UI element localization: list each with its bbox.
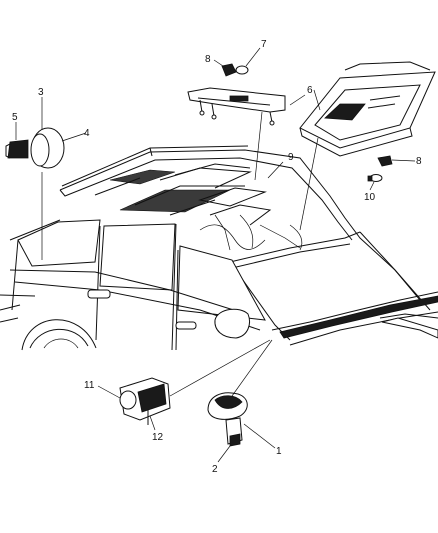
callout-10: 10: [364, 192, 376, 203]
callout-8-right: 8: [416, 156, 422, 167]
callout-7: 7: [261, 39, 267, 50]
callout-2: 2: [212, 464, 218, 475]
callout-9: 9: [288, 152, 294, 163]
vehicle-illustration: [0, 145, 438, 351]
callout-labels: 1 2 3 4 5 6 7 8 8 9 10 11 12: [12, 39, 422, 475]
callout-5: 5: [12, 112, 18, 123]
callout-12: 12: [152, 432, 164, 443]
overhead-console: [299, 61, 436, 157]
bulb-socket-top: [221, 63, 249, 77]
callout-3: 3: [38, 87, 44, 98]
callout-8-top: 8: [205, 54, 211, 65]
callout-11: 11: [84, 380, 95, 391]
callout-4: 4: [84, 128, 90, 139]
bulb-socket-right: [367, 155, 393, 182]
leader-lines: [15, 47, 416, 463]
callout-1: 1: [276, 446, 282, 457]
reading-lamp-assembly: [187, 87, 286, 126]
dome-lamp-left: [5, 127, 65, 169]
rain-sensor: [207, 392, 248, 447]
sensor-module: [119, 377, 171, 425]
callout-6: 6: [307, 85, 313, 96]
